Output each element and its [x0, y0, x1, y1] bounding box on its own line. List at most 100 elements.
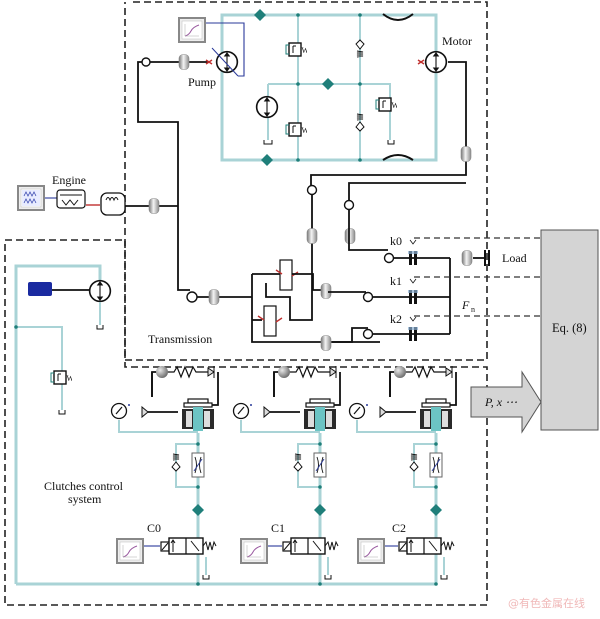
clutch-channel-c1: [232, 365, 341, 586]
check-valve-icon: [171, 453, 181, 472]
junction-node: [261, 154, 273, 166]
equation-block: Eq. (8): [540, 229, 599, 431]
junction-node: [196, 485, 200, 489]
junction-node: [322, 78, 334, 90]
fixed-ground-icon: [329, 366, 337, 378]
mass-icon: [394, 366, 406, 378]
inertia-icon: [320, 335, 332, 351]
pump-label: Pump: [188, 75, 216, 89]
torque-converter-icon: [100, 192, 126, 216]
junction-node: [196, 442, 200, 446]
tank-icon: [440, 575, 448, 580]
accumulator-icon: [382, 13, 414, 21]
valve-signal-source-icon: [240, 538, 268, 564]
load-icon: [484, 250, 490, 266]
junction-node: [192, 504, 204, 516]
motor-label: Motor: [442, 34, 472, 48]
engine-label: Engine: [52, 173, 86, 187]
clutch-cylinder-icon: [303, 398, 337, 432]
inertia-icon: [461, 250, 473, 266]
arrow-label: P, x ⋯: [484, 395, 517, 409]
transmission-region-boundary: [124, 1, 488, 361]
fixed-ground-icon: [263, 405, 271, 419]
check-valve-icon: [293, 453, 303, 472]
inertia-icon: [178, 54, 190, 70]
clutch-cylinder-icon: [181, 398, 215, 432]
planetary-gear-icon: [263, 305, 277, 337]
inertia-icon: [208, 289, 220, 305]
check-valve-icon: [355, 39, 365, 58]
valve-label-c1: C1: [271, 521, 285, 535]
throttle-valve-icon: [313, 452, 327, 478]
fixed-ground-icon: [141, 405, 149, 419]
variable-pump-icon: [215, 50, 239, 74]
clutch-pack: k0 k1 k2 Load F n: [373, 234, 540, 341]
directional-valve-icon: [160, 537, 217, 555]
clutch-control-label-line1: Clutches control: [44, 479, 124, 493]
junction-node: [318, 485, 322, 489]
clutch-cylinder-icon: [419, 398, 453, 432]
fixed-ground-icon: [379, 405, 387, 419]
clutch-channel-c2: [348, 365, 457, 586]
load-label: Load: [502, 251, 527, 265]
tank-icon: [324, 575, 332, 580]
junction-node: [434, 485, 438, 489]
motor-assembly: Motor: [310, 34, 472, 205]
clutch-label-k1: k1: [390, 274, 402, 288]
watermark: @有色金属在线: [508, 596, 585, 610]
clutches-control-region-boundary: [4, 239, 488, 606]
control-pump-icon: [88, 279, 112, 303]
signal-source-icon: [178, 17, 206, 43]
inertia-icon: [460, 146, 472, 162]
junction-node: [318, 442, 322, 446]
hydraulic-circuit-main: [220, 9, 438, 166]
relief-valve-icon: [285, 42, 307, 57]
clutch-label-k0: k0: [390, 234, 402, 248]
tank-icon: [263, 140, 273, 145]
inertia-icon: [306, 228, 318, 244]
clutch-channel-c0: [110, 365, 219, 586]
inertia-icon: [148, 198, 160, 214]
directional-valve-icon: [398, 537, 455, 555]
mass-icon: [278, 366, 290, 378]
junction-node: [196, 582, 200, 586]
engine-icon: [56, 189, 86, 209]
spring-icon: [290, 365, 330, 379]
pressure-gauge-icon: [348, 402, 369, 420]
junction-node: [318, 582, 322, 586]
relief-valve-icon: [50, 370, 72, 385]
pressure-gauge-icon: [232, 402, 253, 420]
tank-icon: [202, 575, 210, 580]
mass-icon: [156, 366, 168, 378]
fixed-ground-icon: [207, 366, 215, 378]
equation-label: Eq. (8): [552, 321, 587, 335]
tank-icon: [387, 140, 395, 145]
data-flow-arrow: P, x ⋯: [470, 370, 542, 434]
throttle-valve-icon: [429, 452, 443, 478]
inertia-icon: [344, 228, 356, 244]
directional-valve-icon: [282, 537, 339, 555]
junction-node: [314, 504, 326, 516]
fixed-ground-icon: [445, 366, 453, 378]
check-valve-icon: [355, 113, 365, 132]
charge-pump-icon: [255, 95, 279, 119]
junction-node: [254, 9, 266, 21]
linkage-line: [151, 372, 219, 406]
electric-motor-icon: [28, 282, 52, 296]
junction-node: [430, 504, 442, 516]
hydraulic-line: [240, 420, 320, 433]
planetary-gear-icon: [279, 259, 293, 291]
check-valve-icon: [409, 453, 419, 472]
linkage-line: [273, 372, 341, 406]
engine-assembly: Engine: [17, 173, 178, 216]
relief-valve-icon: [285, 122, 307, 137]
valve-label-c2: C2: [392, 521, 406, 535]
valve-signal-source-icon: [116, 538, 144, 564]
linkage-line: [389, 372, 457, 406]
pressure-gauge-icon: [110, 402, 131, 420]
relief-valve-icon: [375, 97, 397, 112]
hydraulic-line: [356, 420, 436, 433]
spring-icon: [168, 365, 208, 379]
hydraulic-motor-icon: [424, 50, 448, 74]
